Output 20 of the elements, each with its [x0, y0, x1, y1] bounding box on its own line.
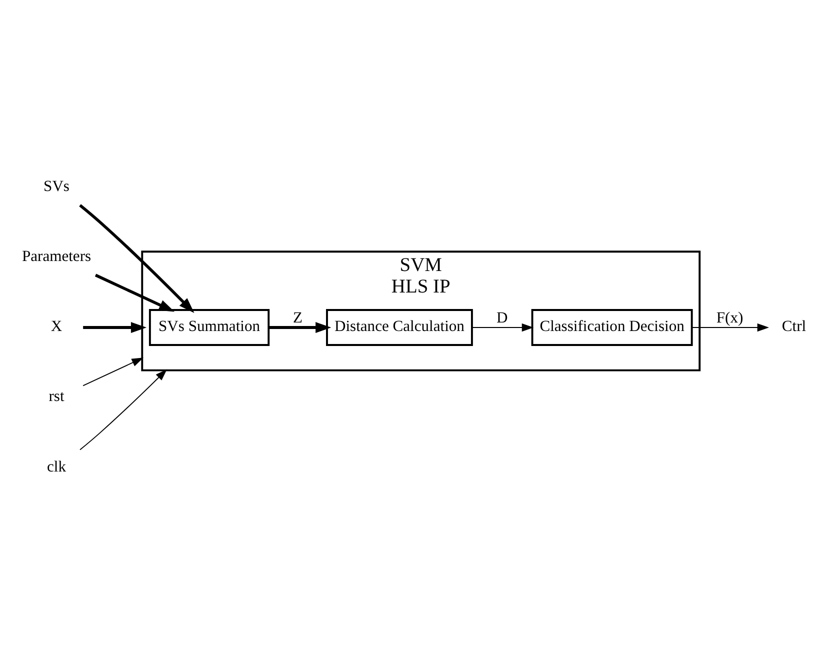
edge-label: D — [496, 309, 508, 326]
node-box: Distance Calculation — [326, 309, 473, 346]
node-text: SVs — [44, 178, 70, 196]
node-text: rst — [48, 388, 64, 406]
node-text: clk — [47, 458, 66, 476]
node-text: Parameters — [22, 248, 92, 266]
arrow — [80, 369, 168, 450]
arrow — [268, 322, 332, 333]
node-text: Ctrl — [782, 318, 806, 336]
arrow — [472, 323, 534, 332]
node-box: SVs Summation — [148, 309, 270, 346]
arrow — [82, 358, 144, 386]
edge-label: Z — [293, 309, 303, 326]
arrow — [79, 204, 194, 314]
arrow — [94, 274, 175, 312]
arrow — [691, 323, 769, 332]
node-box: Classification Decision — [531, 309, 693, 346]
node-text: X — [50, 318, 62, 336]
arrow — [83, 322, 147, 333]
edge-label: F(x) — [716, 309, 744, 326]
